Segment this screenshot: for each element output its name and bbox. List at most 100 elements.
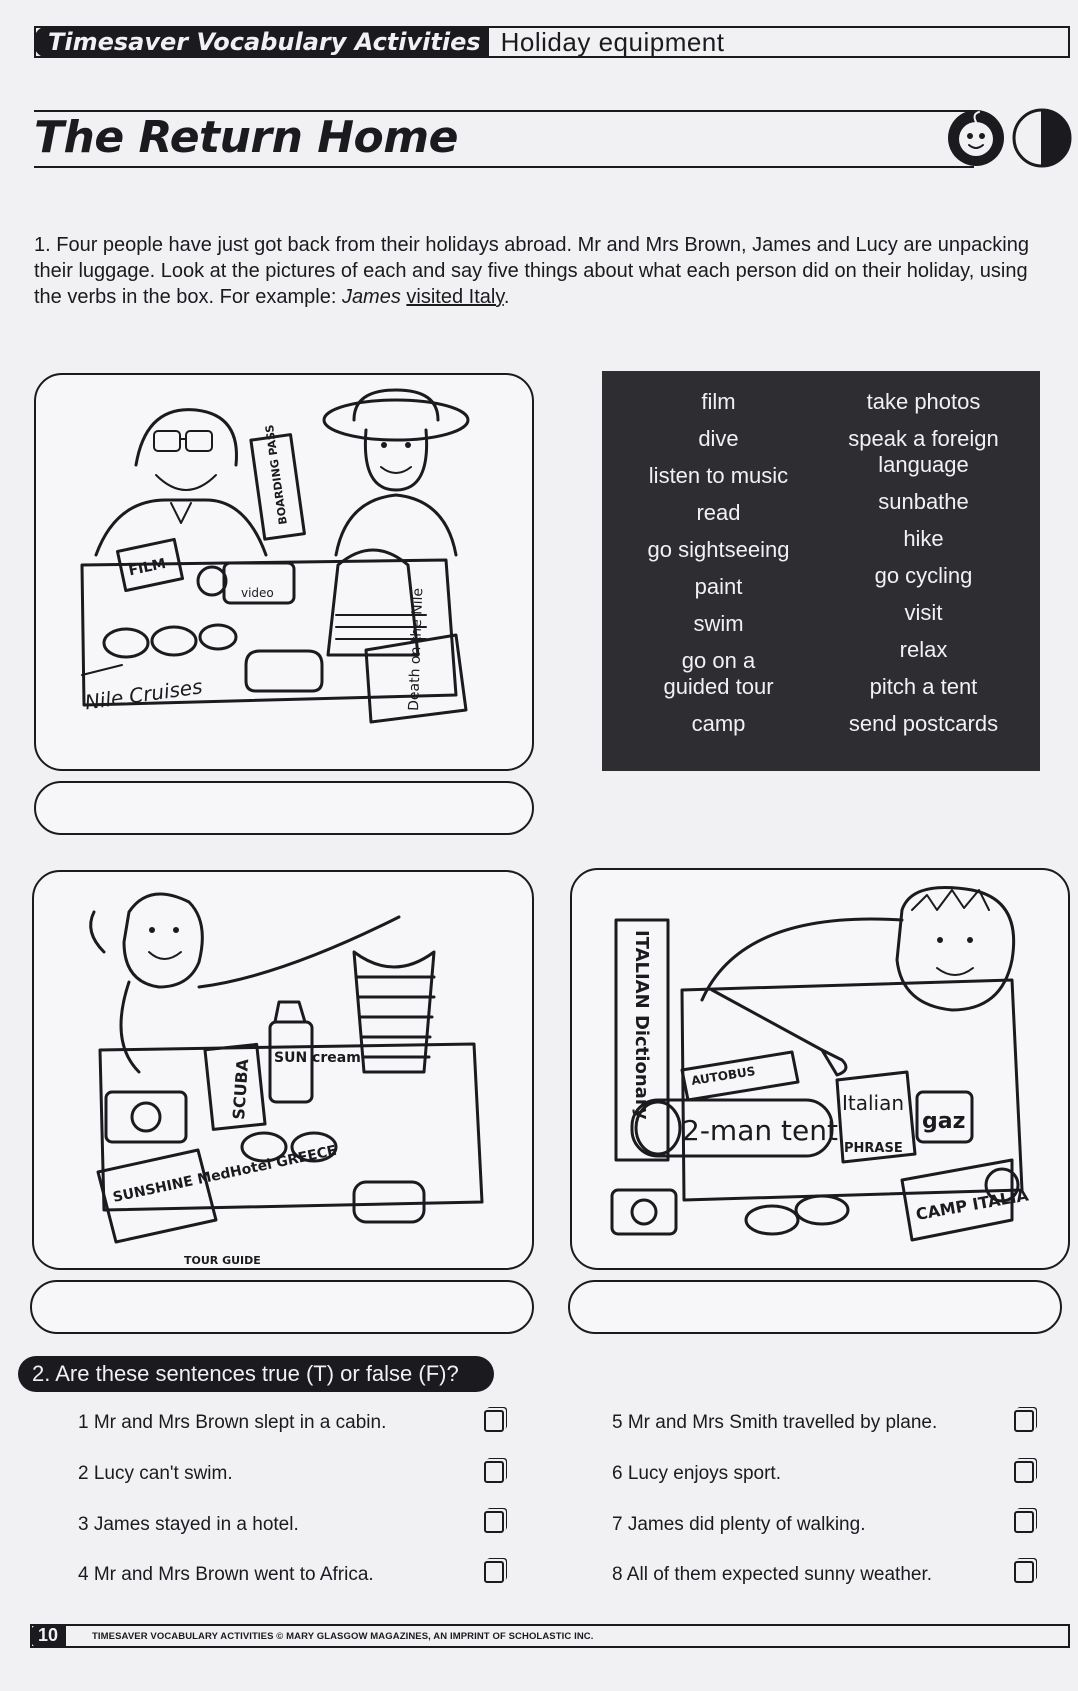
level-icons	[944, 106, 1074, 170]
instructions-text: 1. Four people have just got back from t…	[34, 234, 1029, 308]
compass	[984, 1167, 1020, 1203]
copyright-notice: TIMESAVER VOCABULARY ACTIVITIES © MARY G…	[92, 1630, 594, 1642]
film-label: FILM	[127, 556, 167, 579]
nile-book: Death on the Nile	[364, 588, 468, 724]
scuba-book: SCUBA	[203, 1042, 267, 1131]
paint-brush	[710, 988, 848, 1077]
verb-box: film dive listen to music read go sights…	[602, 371, 1040, 771]
statement-4: 4 Mr and Mrs Brown went to Africa.	[78, 1564, 374, 1585]
statement-2: 2 Lucy can't swim.	[78, 1463, 233, 1484]
verb-item: swim	[693, 611, 744, 636]
james-suitcase	[680, 978, 1024, 1202]
answer-checkbox-2[interactable]	[484, 1461, 504, 1483]
dictionary-label: ITALIAN Dictionary	[631, 930, 652, 1120]
example-answer: visited Italy	[406, 286, 504, 308]
lucy-suitcase	[98, 1042, 484, 1212]
sun-cream-label: SUN cream	[274, 1050, 361, 1066]
mrs-brown-figure	[322, 388, 470, 557]
page-title: The Return Home	[34, 112, 458, 163]
verb-item: go sightseeing	[647, 537, 790, 562]
instructions-paragraph: 1. Four people have just got back from t…	[34, 232, 1054, 310]
answer-checkbox-3[interactable]	[484, 1511, 504, 1533]
title-rule-top	[34, 110, 974, 112]
striped-top	[326, 548, 427, 657]
statement-6: 6 Lucy enjoys sport.	[612, 1463, 781, 1484]
header-banner: Timesaver Vocabulary Activities Holiday …	[34, 26, 1070, 58]
bus-ticket: AUTOBUS	[680, 1050, 800, 1102]
series-title: Timesaver Vocabulary Activities	[34, 26, 489, 58]
hotel-label: SUNSHINE MedHotel GREECE	[112, 1143, 339, 1206]
video-camera: video	[196, 561, 296, 605]
statement-1: 1 Mr and Mrs Brown slept in a cabin.	[78, 1412, 387, 1433]
verb-item: dive	[698, 426, 739, 451]
gas-label: gaz	[922, 1109, 965, 1134]
verb-column-left: film dive listen to music read go sights…	[616, 389, 821, 761]
brown-answer-box[interactable]	[34, 781, 534, 835]
tent-bag: 2-man tent	[630, 1098, 838, 1158]
video-label: video	[241, 586, 274, 600]
verb-item: take photos	[866, 389, 981, 414]
answer-checkbox-8[interactable]	[1014, 1561, 1034, 1583]
verb-column-right: take photos speak a foreign language sun…	[821, 389, 1026, 761]
phrase-book-subtitle: PHRASE	[844, 1141, 903, 1156]
binoculars	[744, 1194, 850, 1236]
statement-7: 7 James did plenty of walking.	[612, 1514, 866, 1535]
hotel-tag: SUNSHINE MedHotel GREECE	[96, 1143, 339, 1244]
answer-checkbox-6[interactable]	[1014, 1461, 1034, 1483]
swimsuit	[352, 950, 436, 1074]
sun-cream-bottle: SUN cream	[268, 1000, 361, 1104]
boarding-pass-label: BOARDING PASS	[263, 424, 290, 526]
nile-cruises-label: Nile Cruises	[83, 674, 204, 714]
verb-item: send postcards	[848, 711, 999, 736]
verb-item: speak a foreign language	[848, 426, 999, 477]
camera	[610, 1188, 678, 1236]
verb-item: visit	[904, 600, 943, 625]
film-box	[115, 537, 185, 593]
verb-item: go on a guided tour	[663, 648, 774, 699]
lucy-picture-panel: SCUBA SUN cream SUNSHINE MedHotel GREECE…	[32, 870, 534, 1270]
verb-item: listen to music	[648, 463, 789, 488]
camera	[104, 1090, 188, 1144]
statement-8: 8 All of them expected sunny weather.	[612, 1564, 933, 1585]
verb-item: paint	[694, 574, 743, 599]
verb-item: pitch a tent	[869, 674, 978, 699]
tour-label: TOUR GUIDE	[184, 1254, 261, 1267]
section2-heading: 2. Are these sentences true (T) or false…	[18, 1356, 494, 1392]
verb-item: sunbathe	[878, 489, 969, 514]
james-answer-box[interactable]	[568, 1280, 1062, 1334]
phrase-book-title: Italian	[842, 1091, 904, 1115]
verb-item: film	[701, 389, 736, 414]
example-name: James	[341, 286, 401, 308]
scuba-label: SCUBA	[229, 1058, 252, 1121]
example-end: .	[503, 286, 510, 308]
verb-item: relax	[899, 637, 948, 662]
diving-mask	[352, 1180, 426, 1224]
page-number: 10	[30, 1624, 67, 1648]
james-figure	[700, 886, 1016, 1012]
phrase-book: Italian PHRASE	[835, 1070, 917, 1164]
mr-brown-figure	[94, 408, 268, 557]
statement-3: 3 James stayed in a hotel.	[78, 1514, 299, 1535]
title-rule-bottom	[34, 166, 974, 168]
brown-picture-panel: BOARDING PASS FILM video Nile Cruises De…	[34, 373, 534, 771]
answer-checkbox-5[interactable]	[1014, 1410, 1034, 1432]
answer-checkbox-4[interactable]	[484, 1561, 504, 1583]
answer-checkbox-1[interactable]	[484, 1410, 504, 1432]
goggles	[240, 1131, 338, 1163]
tent-label: 2-man tent	[682, 1114, 838, 1147]
brown-suitcase	[80, 558, 458, 707]
answer-checkbox-7[interactable]	[1014, 1511, 1034, 1533]
statement-5: 5 Mr and Mrs Smith travelled by plane.	[612, 1412, 938, 1433]
lucy-answer-box[interactable]	[30, 1280, 534, 1334]
verb-item: camp	[691, 711, 746, 736]
verb-item: read	[696, 500, 741, 525]
italian-dictionary: ITALIAN Dictionary	[614, 918, 670, 1162]
sunglasses	[102, 623, 238, 659]
gas-canister: gaz	[915, 1090, 974, 1144]
topic-title: Holiday equipment	[500, 27, 725, 57]
suitcase-handle	[244, 649, 324, 693]
half-clock-icon	[1012, 108, 1072, 168]
face-icon	[948, 110, 1004, 166]
verb-item: go cycling	[874, 563, 973, 588]
verb-item: hike	[903, 526, 944, 551]
